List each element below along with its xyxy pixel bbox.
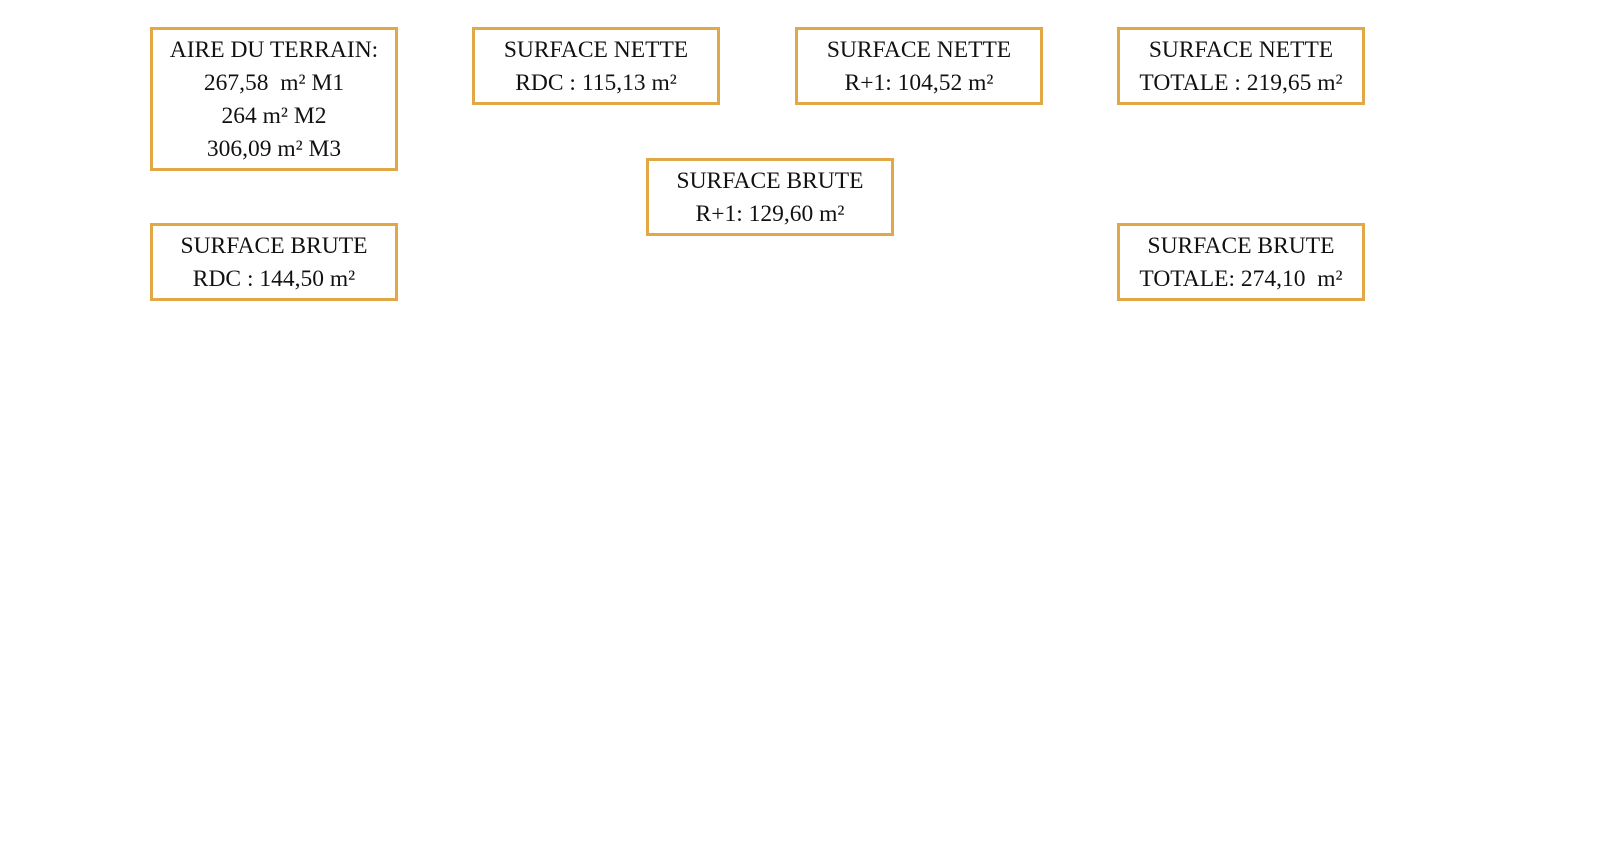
net-surface-r1-box: SURFACE NETTE R+1: 104,52 m²	[795, 27, 1043, 105]
net-surface-rdc-box: SURFACE NETTE RDC : 115,13 m²	[472, 27, 720, 105]
gross-surface-rdc-box: SURFACE BRUTE RDC : 144,50 m²	[150, 223, 398, 301]
terrain-m1: 267,58 m² M1	[203, 70, 345, 96]
box-title: SURFACE BRUTE	[180, 233, 368, 259]
box-value: R+1: 104,52 m²	[844, 70, 994, 96]
terrain-area-box: AIRE DU TERRAIN: 267,58 m² M1 264 m² M2 …	[150, 27, 398, 171]
box-value: TOTALE: 274,10 m²	[1139, 266, 1343, 292]
box-value: RDC : 144,50 m²	[192, 266, 356, 292]
terrain-m3: 306,09 m² M3	[206, 136, 342, 162]
terrain-m2: 264 m² M2	[221, 103, 327, 129]
terrain-title: AIRE DU TERRAIN:	[169, 37, 379, 63]
box-value: TOTALE : 219,65 m²	[1139, 70, 1343, 96]
box-title: SURFACE BRUTE	[676, 168, 864, 194]
box-value: R+1: 129,60 m²	[695, 201, 845, 227]
net-surface-total-box: SURFACE NETTE TOTALE : 219,65 m²	[1117, 27, 1365, 105]
box-title: SURFACE NETTE	[1148, 37, 1334, 63]
gross-surface-total-box: SURFACE BRUTE TOTALE: 274,10 m²	[1117, 223, 1365, 301]
box-title: SURFACE BRUTE	[1147, 233, 1335, 259]
box-value: RDC : 115,13 m²	[515, 70, 677, 96]
gross-surface-r1-box: SURFACE BRUTE R+1: 129,60 m²	[646, 158, 894, 236]
box-title: SURFACE NETTE	[503, 37, 689, 63]
box-title: SURFACE NETTE	[826, 37, 1012, 63]
